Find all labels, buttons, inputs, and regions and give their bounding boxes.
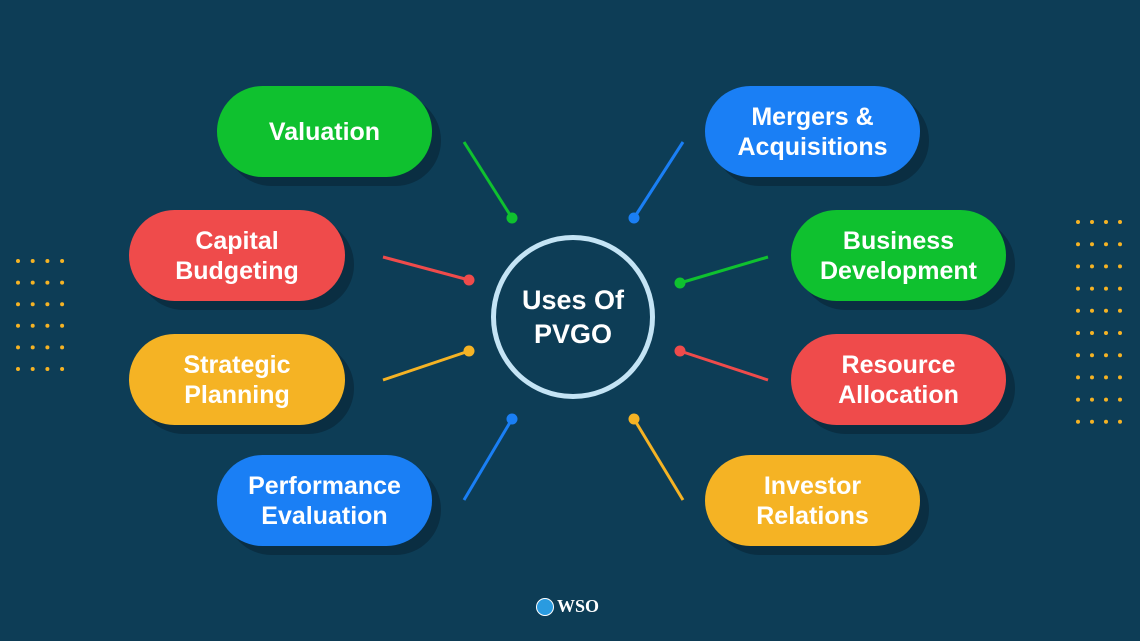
decor-dot bbox=[60, 345, 65, 350]
decor-dot bbox=[1118, 375, 1122, 380]
label: Business Development bbox=[820, 226, 977, 285]
decor-dot bbox=[1118, 419, 1122, 424]
connector-capital-budgeting bbox=[382, 255, 470, 282]
connector-performance-evaluation bbox=[462, 418, 514, 501]
decor-dot bbox=[1104, 353, 1108, 358]
decor-dot bbox=[1090, 264, 1094, 269]
decor-dot bbox=[60, 302, 65, 307]
decor-dot bbox=[1090, 242, 1094, 247]
dot-grid-left bbox=[16, 259, 65, 371]
decor-dot bbox=[1118, 286, 1122, 291]
connector-business-development bbox=[679, 255, 769, 285]
decor-dot bbox=[30, 345, 35, 350]
decor-dot bbox=[45, 367, 50, 371]
decor-dot bbox=[1118, 397, 1122, 402]
decor-dot bbox=[30, 280, 35, 285]
decor-dot bbox=[1076, 286, 1080, 291]
decor-dot bbox=[1104, 220, 1108, 224]
decor-dot bbox=[1118, 220, 1122, 224]
decor-dot bbox=[1090, 353, 1094, 358]
decor-dot bbox=[16, 323, 20, 328]
decor-dot bbox=[1104, 331, 1108, 335]
label: Strategic Planning bbox=[183, 350, 291, 409]
decor-dot bbox=[60, 280, 65, 285]
decor-dot bbox=[1076, 375, 1080, 380]
decor-dot bbox=[30, 259, 35, 263]
decor-dot bbox=[16, 302, 20, 307]
decor-dot bbox=[1076, 331, 1080, 335]
decor-dot bbox=[1090, 220, 1094, 224]
connector-valuation bbox=[462, 141, 514, 219]
label: Performance Evaluation bbox=[248, 471, 401, 530]
decor-dot bbox=[1118, 242, 1122, 247]
decor-dot bbox=[1090, 308, 1094, 313]
decor-dot bbox=[16, 259, 20, 263]
decor-dot bbox=[1118, 308, 1122, 313]
connector-resource-allocation bbox=[679, 349, 769, 382]
decor-dot bbox=[1118, 331, 1122, 335]
decor-dot bbox=[1104, 419, 1108, 424]
decor-dot bbox=[16, 345, 20, 350]
decor-dot bbox=[1104, 242, 1108, 247]
decor-dot bbox=[1104, 397, 1108, 402]
dot-grid-right bbox=[1076, 220, 1122, 424]
use-performance-evaluation: Performance Evaluation bbox=[217, 455, 432, 546]
label: Resource Allocation bbox=[838, 350, 959, 409]
decor-dot bbox=[16, 367, 20, 371]
decor-dot bbox=[1104, 375, 1108, 380]
decor-dot bbox=[30, 323, 35, 328]
decor-dot bbox=[45, 345, 50, 350]
decor-dot bbox=[60, 367, 65, 371]
connector-mergers bbox=[632, 141, 685, 219]
decor-dot bbox=[45, 323, 50, 328]
label: Valuation bbox=[268, 117, 381, 146]
decor-dot bbox=[1104, 286, 1108, 291]
decor-dot bbox=[1076, 308, 1080, 313]
decor-dot bbox=[1076, 264, 1080, 269]
decor-dot bbox=[1118, 353, 1122, 358]
decor-dot bbox=[1090, 286, 1094, 291]
decor-dot bbox=[60, 323, 65, 328]
decor-dot bbox=[1090, 397, 1094, 402]
decor-dot bbox=[30, 302, 35, 307]
decor-dot bbox=[45, 259, 50, 263]
use-investor-relations: Investor Relations bbox=[705, 455, 920, 546]
decor-dot bbox=[1090, 419, 1094, 424]
decor-dot bbox=[45, 302, 50, 307]
logo-text: WSO bbox=[557, 596, 600, 616]
wso-logo: WSO bbox=[536, 596, 599, 617]
decor-dot bbox=[16, 280, 20, 285]
use-valuation: Valuation bbox=[217, 86, 432, 177]
use-mergers-acquisitions: Mergers & Acquisitions bbox=[705, 86, 920, 177]
connector-investor-relations bbox=[632, 418, 685, 501]
decor-dot bbox=[1076, 220, 1080, 224]
decor-dot bbox=[30, 367, 35, 371]
decor-dot bbox=[1090, 331, 1094, 335]
label: Investor Relations bbox=[756, 471, 869, 530]
decor-dot bbox=[1090, 375, 1094, 380]
decor-dot bbox=[45, 280, 50, 285]
decor-dot bbox=[1076, 419, 1080, 424]
decor-dot bbox=[1118, 264, 1122, 269]
connector-strategic-planning bbox=[382, 349, 470, 382]
use-business-development: Business Development bbox=[791, 210, 1006, 301]
center-title: Uses Of PVGO bbox=[521, 285, 625, 349]
label: Mergers & Acquisitions bbox=[737, 102, 888, 161]
label: Capital Budgeting bbox=[175, 226, 299, 285]
use-resource-allocation: Resource Allocation bbox=[791, 334, 1006, 425]
decor-dot bbox=[1104, 308, 1108, 313]
decor-dot bbox=[1104, 264, 1108, 269]
center-circle: Uses Of PVGO bbox=[491, 235, 655, 399]
decor-dot bbox=[1076, 353, 1080, 358]
decor-dot bbox=[1076, 242, 1080, 247]
use-strategic-planning: Strategic Planning bbox=[129, 334, 345, 425]
decor-dot bbox=[1076, 397, 1080, 402]
globe-icon bbox=[536, 597, 554, 616]
decor-dot bbox=[60, 259, 65, 263]
use-capital-budgeting: Capital Budgeting bbox=[129, 210, 345, 301]
